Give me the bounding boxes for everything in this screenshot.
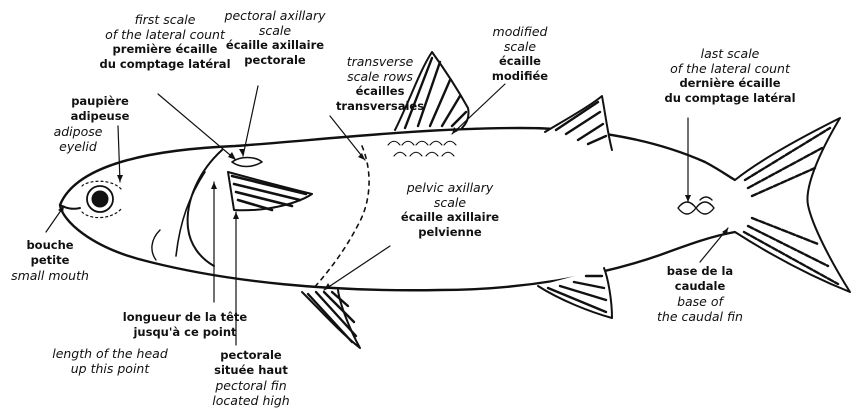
label-caudal-fr-2: caudale [630,279,770,294]
label-pelvic-fr-2: pelvienne [380,225,520,240]
preoperculum-outline [176,172,205,256]
label-mouth-en-1: small mouth [0,268,100,283]
label-caudal-en-2: the caudal fin [630,309,770,324]
label-modified-fr-2: modifiée [470,69,570,84]
eye-pupil [92,191,108,207]
leader-pelvic-axillary [324,246,390,290]
last-lateral-scales [678,197,714,214]
label-transverse-rows: transverse scale rows écailles transvers… [320,54,440,114]
label-pelvic-axillary: pelvic axillary scale écaille axillaire … [380,180,520,240]
label-pelvic-en-1: pelvic axillary [380,180,520,195]
label-head-fr-2: jusqu'à ce point [95,325,275,340]
label-pectoral-high: pectorale située haut pectoral fin locat… [196,348,306,408]
label-pelvic-en-2: scale [380,195,520,210]
operculum-outline [188,150,222,266]
label-modified-en-1: modified [470,24,570,39]
label-modified-scale: modified scale écaille modifiée [470,24,570,84]
label-transverse-en-1: transverse [320,54,440,69]
label-transverse-fr-1: écailles [320,84,440,99]
label-head-en-1: length of the head [25,346,195,361]
label-head-en-2: up this point [25,361,195,376]
leader-first-scale [158,94,236,160]
label-last-scale-fr-1: dernière écaille [640,76,820,91]
label-eyelid-fr-2: adipeuse [60,109,140,124]
label-transverse-en-2: scale rows [320,69,440,84]
label-pelvic-fr-1: écaille axillaire [380,210,520,225]
transverse-scale-row [312,146,369,290]
label-pectoral-axillary-fr-1: écaille axillaire [205,38,345,53]
label-pectoral-high-en-1: pectoral fin [196,378,306,393]
label-last-scale-en-2: of the lateral count [640,61,820,76]
label-last-scale-fr-2: du comptage latéral [640,91,820,106]
label-modified-fr-1: écaille [470,54,570,69]
label-pectoral-high-fr-2: située haut [196,363,306,378]
label-transverse-fr-2: transversales [320,99,440,114]
label-mouth-fr-2: petite [0,253,100,268]
label-eyelid-en-2: eyelid [16,139,140,154]
label-head-fr-1: longueur de la tête [95,310,275,325]
leader-caudal-base [700,228,728,262]
label-last-scale-en-1: last scale [640,46,820,61]
label-pectoral-high-en-2: located high [196,393,306,408]
label-last-scale: last scale of the lateral count dernière… [640,46,820,106]
label-pectoral-high-fr-1: pectorale [196,348,306,363]
label-pectoral-axillary-en-2: scale [205,23,345,38]
label-pectoral-axillary-en-1: pectoral axillary [205,8,345,23]
pectoral-axillary-scale [232,158,262,167]
label-small-mouth: bouche petite small mouth [0,238,100,283]
label-mouth-fr-1: bouche [0,238,100,253]
label-modified-en-2: scale [470,39,570,54]
modified-scales [388,141,456,156]
label-eyelid-fr-1: paupière [60,94,140,109]
label-adipose-eyelid: paupière adipeuse adipose eyelid [30,94,140,154]
label-eyelid-en-1: adipose [16,124,140,139]
label-caudal-base: base de la caudale base of the caudal fi… [630,264,770,324]
label-caudal-fr-1: base de la [630,264,770,279]
second-dorsal-fin [545,96,612,150]
label-caudal-en-1: base of [630,294,770,309]
